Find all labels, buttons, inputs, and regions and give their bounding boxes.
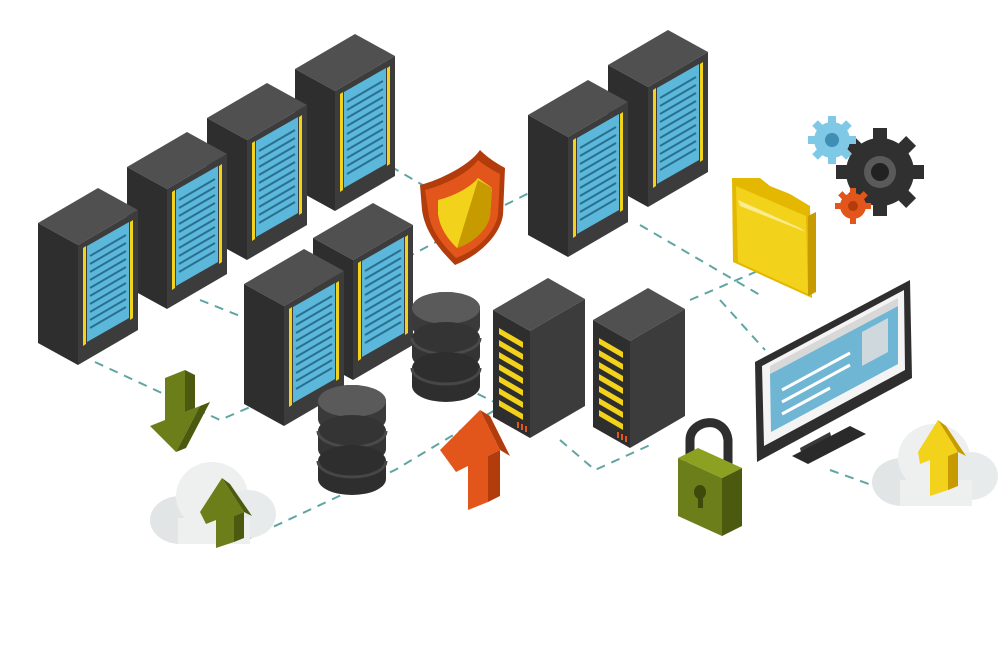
shield-icon xyxy=(420,150,505,265)
database-stack-icon xyxy=(410,290,482,404)
padlock-icon xyxy=(678,418,742,536)
cloud-upload-icon xyxy=(872,420,998,506)
cloud-upload-icon xyxy=(150,462,276,548)
server-rack-icon xyxy=(37,187,139,366)
folder-icon xyxy=(732,178,816,298)
server-rack-icon xyxy=(493,278,585,438)
server-rack-icon xyxy=(126,131,228,310)
server-rack-icon xyxy=(294,33,396,212)
gears-icon xyxy=(808,116,924,224)
database-stack-icon xyxy=(316,383,388,497)
server-rack-icon xyxy=(527,79,629,258)
upload-arrow-icon xyxy=(440,410,510,510)
monitor-icon xyxy=(755,280,912,464)
server-rack-icon xyxy=(593,288,685,448)
download-arrow-icon xyxy=(150,370,210,452)
